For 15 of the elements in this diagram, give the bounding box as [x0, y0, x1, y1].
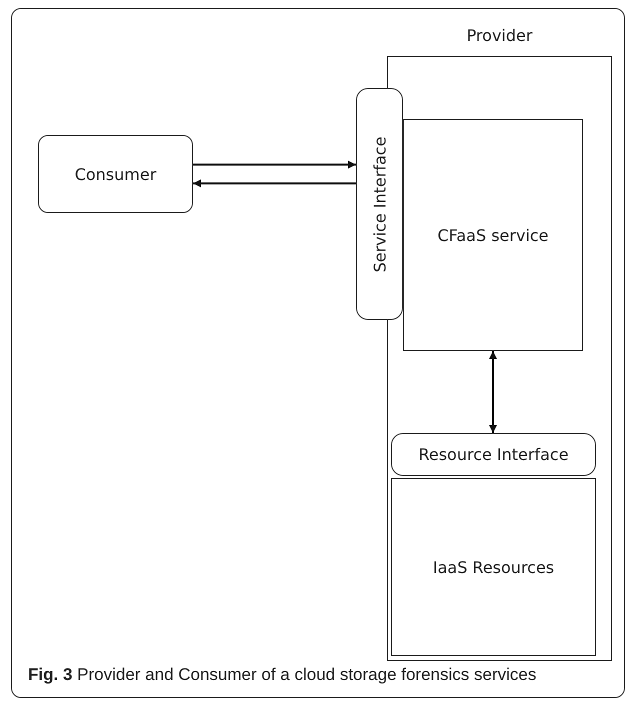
- resources-box: [391, 478, 596, 656]
- node-label: Resource Interface: [418, 445, 569, 464]
- arrow: [193, 179, 356, 188]
- interface-box: [356, 88, 403, 320]
- interface-box: [391, 433, 596, 476]
- node-label: CFaaS service: [437, 226, 549, 244]
- arrow: [193, 160, 356, 169]
- service-box: [403, 119, 583, 351]
- node-label: Consumer: [74, 164, 156, 184]
- node-label: IaaS Resources: [432, 558, 554, 576]
- provider-heading: Provider: [466, 26, 534, 45]
- node-label: Service Interface: [370, 136, 389, 272]
- consumer-box: [38, 135, 193, 213]
- figure-caption: Fig. 3 Provider and Consumer of a cloud storage forensics services: [28, 665, 536, 685]
- arrow: [489, 351, 497, 433]
